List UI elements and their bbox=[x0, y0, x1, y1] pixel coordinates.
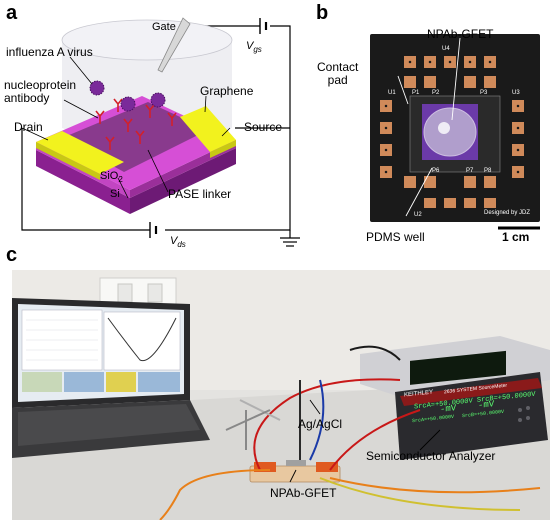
vds-main: V bbox=[170, 235, 178, 247]
vias bbox=[383, 59, 521, 175]
laptop bbox=[12, 298, 210, 458]
drain-label: Drain bbox=[14, 120, 43, 134]
leader-lines bbox=[21, 56, 231, 199]
gate-label: Gate bbox=[152, 21, 176, 33]
pin-label-p3: P3 bbox=[480, 90, 488, 96]
ag-agcl-label: Ag/AgCl bbox=[298, 417, 343, 431]
pin-label-p6: P6 bbox=[432, 168, 440, 174]
contact-pad-line2: pad bbox=[327, 73, 348, 87]
viruses bbox=[89, 80, 166, 112]
contact-pad-line1: Contact bbox=[317, 60, 359, 74]
panel-letter-a: a bbox=[6, 2, 18, 24]
vds-sub: ds bbox=[177, 240, 186, 250]
pdms-well-label: PDMS well bbox=[366, 230, 425, 244]
antibodies bbox=[95, 98, 177, 150]
antibody-label: nucleoprotein antibody bbox=[4, 79, 76, 105]
graphene-label: Graphene bbox=[200, 84, 254, 98]
pase-label: PASE linker bbox=[168, 187, 232, 201]
vgs-sub: gs bbox=[253, 45, 262, 55]
pin-label-p7: P7 bbox=[466, 168, 474, 174]
chip-id-u1: U1 bbox=[388, 90, 396, 96]
scale-bar-label: 1 cm bbox=[502, 230, 530, 244]
antibody-line2: antibody bbox=[4, 91, 50, 105]
nbab-gfet-label-c: NPAb-GFET bbox=[270, 486, 337, 500]
chip-id-u4: U4 bbox=[442, 46, 450, 52]
electrode-stand bbox=[225, 409, 271, 450]
nbab-gfet-label-b: NPAb-GFET bbox=[427, 27, 494, 41]
cables bbox=[159, 345, 541, 520]
vds-label: Vds bbox=[170, 235, 186, 249]
substrate-block bbox=[36, 96, 236, 214]
panel-letter-b: b bbox=[316, 2, 329, 24]
analyzer-label: Semiconductor Analyzer bbox=[366, 449, 496, 463]
antibody-line1: nucleoprotein bbox=[4, 78, 77, 92]
virus-label: influenza A virus bbox=[6, 45, 93, 59]
chip-id-u2: U2 bbox=[414, 212, 422, 218]
contact-pad-label: Contact pad bbox=[317, 61, 358, 87]
gate-electrode bbox=[157, 17, 191, 73]
vgs-battery bbox=[259, 18, 268, 34]
sio2-label: SiO2 bbox=[100, 170, 123, 184]
vgs-label: Vgs bbox=[246, 40, 262, 54]
si-label: Si bbox=[110, 188, 120, 200]
vgs-main: V bbox=[246, 40, 254, 52]
pdms-well bbox=[423, 107, 477, 157]
semiconductor-analyzer: SrcA=+50.0000V SrcB=+50.0000V bbox=[360, 336, 550, 460]
source-label: Source bbox=[244, 120, 283, 134]
board-text: Designed by JDZ bbox=[484, 210, 531, 216]
sio2-main: SiO bbox=[100, 170, 119, 182]
test-fixture bbox=[249, 460, 341, 483]
pin-label-p2: P2 bbox=[432, 90, 440, 96]
panel-letter-c: c bbox=[6, 244, 18, 266]
sio2-sub: 2 bbox=[118, 175, 123, 185]
chip-id-u3: U3 bbox=[512, 90, 520, 96]
vds-battery bbox=[149, 222, 158, 238]
pin-label-p1: P1 bbox=[412, 90, 420, 96]
ground-symbol bbox=[280, 230, 300, 247]
pin-label-p8: P8 bbox=[484, 168, 492, 174]
